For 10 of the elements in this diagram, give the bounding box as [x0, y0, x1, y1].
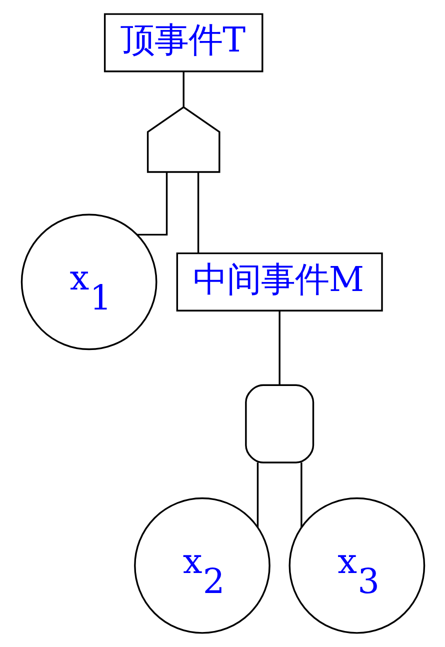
- connector: [278, 310, 280, 385]
- node-box: 顶事件T: [103, 13, 263, 72]
- connector: [136, 172, 168, 236]
- connector: [182, 72, 184, 107]
- connector: [300, 462, 302, 528]
- node-dome: [244, 384, 314, 464]
- node-box: 中间事件M: [176, 252, 382, 312]
- connector: [196, 172, 199, 253]
- connector: [256, 462, 258, 528]
- node-shield: [146, 106, 220, 173]
